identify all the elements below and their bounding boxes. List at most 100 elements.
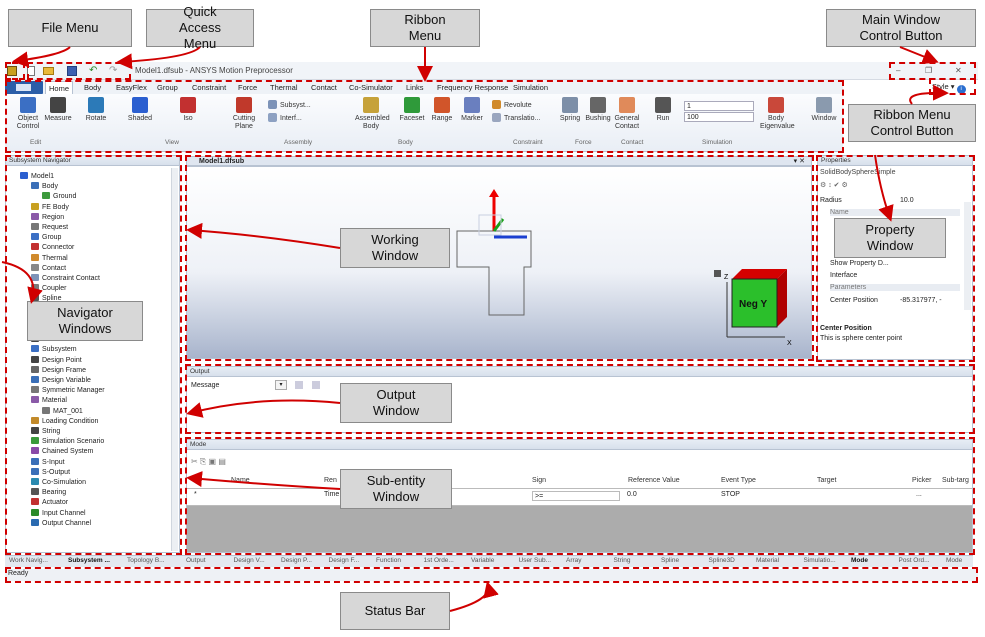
- bottom-tab-spline[interactable]: Spline: [661, 557, 680, 564]
- object-control-button[interactable]: Object Control: [12, 97, 44, 131]
- undo-icon[interactable]: ↶: [89, 65, 98, 76]
- tree-item-actuator[interactable]: Actuator: [31, 498, 68, 507]
- open-folder-icon[interactable]: [43, 67, 54, 75]
- tree-item-contact[interactable]: Contact: [31, 263, 66, 273]
- shaded-button[interactable]: Shaded: [124, 97, 156, 123]
- tree-item-material[interactable]: Material: [31, 396, 67, 405]
- tree-item-output-channel[interactable]: Output Channel: [31, 518, 91, 528]
- working-viewport[interactable]: Neg Y Z X: [186, 166, 812, 359]
- interface-button[interactable]: Interf...: [268, 113, 302, 123]
- tree-item-input-channel[interactable]: Input Channel: [31, 508, 86, 518]
- tree-item-s-output[interactable]: S-Output: [31, 467, 70, 477]
- tab-thermal[interactable]: Thermal: [270, 83, 298, 92]
- close-button[interactable]: ✕: [955, 66, 962, 75]
- subsystem-button[interactable]: Subsyst...: [268, 100, 311, 110]
- bottom-tab-topology-b-[interactable]: Topology B...: [127, 557, 165, 564]
- mode-column-sign[interactable]: Sign: [532, 477, 547, 484]
- bottom-tab-simulatio-[interactable]: Simulatio...: [803, 557, 836, 564]
- interface-row[interactable]: Interface: [830, 272, 858, 279]
- tab-contact[interactable]: Contact: [311, 83, 337, 92]
- tree-item-bearing[interactable]: Bearing: [31, 488, 66, 497]
- bottom-tab-variable[interactable]: Variable: [471, 557, 495, 564]
- cutting-plane-button[interactable]: Cutting Plane: [228, 97, 260, 131]
- mode-row-event[interactable]: STOP: [721, 491, 740, 498]
- bottom-tab-mode[interactable]: Mode: [851, 557, 868, 564]
- bottom-tab-mode[interactable]: Mode: [946, 557, 963, 564]
- tree-item-subsystem[interactable]: Subsystem: [31, 345, 77, 354]
- maximize-button[interactable]: ❐: [925, 66, 933, 75]
- body-eigenvalue-button[interactable]: Body Eigenvalue: [760, 97, 795, 131]
- tree-item-ground[interactable]: Ground: [42, 192, 76, 201]
- bottom-tab-work-navig-[interactable]: Work Navig...: [9, 557, 48, 564]
- tree-item-chained-system[interactable]: Chained System: [31, 447, 93, 456]
- mode-row-ref[interactable]: 0.0: [627, 491, 637, 498]
- tree-item-symmetric-manager[interactable]: Symmetric Manager: [31, 386, 105, 395]
- tab-body[interactable]: Body: [84, 83, 102, 92]
- rotate-button[interactable]: Rotate: [80, 97, 112, 123]
- mode-row-ren[interactable]: Time: [324, 491, 340, 498]
- bushing-button[interactable]: Bushing: [582, 97, 614, 123]
- mode-column-sub-targ[interactable]: Sub-targ: [942, 477, 969, 484]
- redo-icon[interactable]: ↷: [109, 65, 118, 76]
- measure-button[interactable]: Measure: [42, 97, 74, 123]
- tab-links[interactable]: Links: [406, 83, 424, 92]
- bottom-tab-design-v-[interactable]: Design V...: [233, 557, 265, 564]
- tree-item-co-simulation[interactable]: Co-Simulation: [31, 478, 86, 487]
- tab-constraint[interactable]: Constraint: [192, 83, 227, 92]
- copy-output-icon[interactable]: [312, 381, 320, 389]
- tab-force[interactable]: Force: [238, 83, 258, 92]
- assembled-body-button[interactable]: Assembled Body: [355, 97, 390, 131]
- spring-button[interactable]: Spring: [554, 97, 586, 123]
- show-property-row[interactable]: Show Property D...: [830, 260, 889, 267]
- marker-button[interactable]: Marker: [456, 97, 488, 123]
- tree-item-connector[interactable]: Connector: [31, 243, 74, 252]
- bottom-tab-function[interactable]: Function: [376, 557, 401, 564]
- tab-group[interactable]: Group: [157, 83, 178, 92]
- properties-scrollbar[interactable]: [964, 202, 971, 310]
- property-toolbar[interactable]: ⚙ ↕ ✔ ⚙: [820, 182, 848, 189]
- tree-item-thermal[interactable]: Thermal: [31, 253, 68, 263]
- mode-column-picker[interactable]: Picker: [912, 477, 932, 484]
- help-icon[interactable]: i: [956, 85, 966, 94]
- run-button[interactable]: Run: [647, 97, 679, 123]
- minimize-button[interactable]: –: [896, 66, 901, 75]
- bottom-tab-output[interactable]: Output: [186, 557, 206, 564]
- mode-column-event-type[interactable]: Event Type: [721, 477, 756, 484]
- tab-simulation[interactable]: Simulation: [513, 83, 549, 92]
- general-contact-button[interactable]: General Contact: [611, 97, 643, 131]
- tree-item-s-input[interactable]: S-Input: [31, 457, 65, 467]
- tree-item-string[interactable]: String: [31, 427, 60, 436]
- tab-frequency-response[interactable]: Frequency Response: [437, 83, 509, 92]
- file-menu-button[interactable]: [5, 81, 43, 94]
- app-logo-icon[interactable]: [7, 66, 17, 76]
- bottom-tab-1st-orde-[interactable]: 1st Orde...: [423, 557, 454, 564]
- bottom-tab-post-ord-[interactable]: Post Ord...: [898, 557, 930, 564]
- bottom-tab-string[interactable]: String: [613, 557, 631, 564]
- tree-item-request[interactable]: Request: [31, 223, 68, 232]
- sim-field1-input[interactable]: 1: [684, 101, 754, 111]
- tree-item-group[interactable]: Group: [31, 233, 61, 242]
- tree-item-simulation-scenario[interactable]: Simulation Scenario: [31, 437, 104, 446]
- mode-column-reference-value[interactable]: Reference Value: [628, 477, 680, 484]
- bottom-tab-design-f-[interactable]: Design F...: [328, 557, 360, 564]
- bottom-tab-design-p-[interactable]: Design P...: [281, 557, 312, 564]
- tree-item-loading-condition[interactable]: Loading Condition: [31, 416, 98, 426]
- tree-item-model1[interactable]: Model1: [20, 172, 54, 181]
- mode-toolbar[interactable]: ✂ ⎘ ▣ ▤: [191, 457, 226, 466]
- bottom-tab-subsystem-[interactable]: Subsystem ...: [68, 557, 110, 564]
- center-position-value[interactable]: -85.317977, -: [900, 297, 942, 304]
- range-button[interactable]: Range: [426, 97, 458, 123]
- faceset-button[interactable]: Faceset: [396, 97, 428, 123]
- tree-item-body[interactable]: Body: [31, 182, 58, 191]
- tree-item-design-point[interactable]: Design Point: [31, 355, 82, 365]
- tab-co-simulator[interactable]: Co-Simulator: [349, 83, 393, 92]
- mode-row-sign[interactable]: >=: [532, 491, 620, 501]
- tree-item-fe-body[interactable]: FE Body: [31, 202, 69, 212]
- mode-row-picker[interactable]: ...: [916, 491, 922, 498]
- tab-easyflex[interactable]: EasyFlex: [116, 83, 147, 92]
- tree-item-design-variable[interactable]: Design Variable: [31, 376, 91, 385]
- tree-item-region[interactable]: Region: [31, 212, 64, 222]
- message-filter-dropdown[interactable]: ▾: [275, 380, 287, 390]
- close-working-tab-icon[interactable]: ▾ ✕: [793, 158, 805, 165]
- tree-item-mat-001[interactable]: MAT_001: [42, 406, 83, 416]
